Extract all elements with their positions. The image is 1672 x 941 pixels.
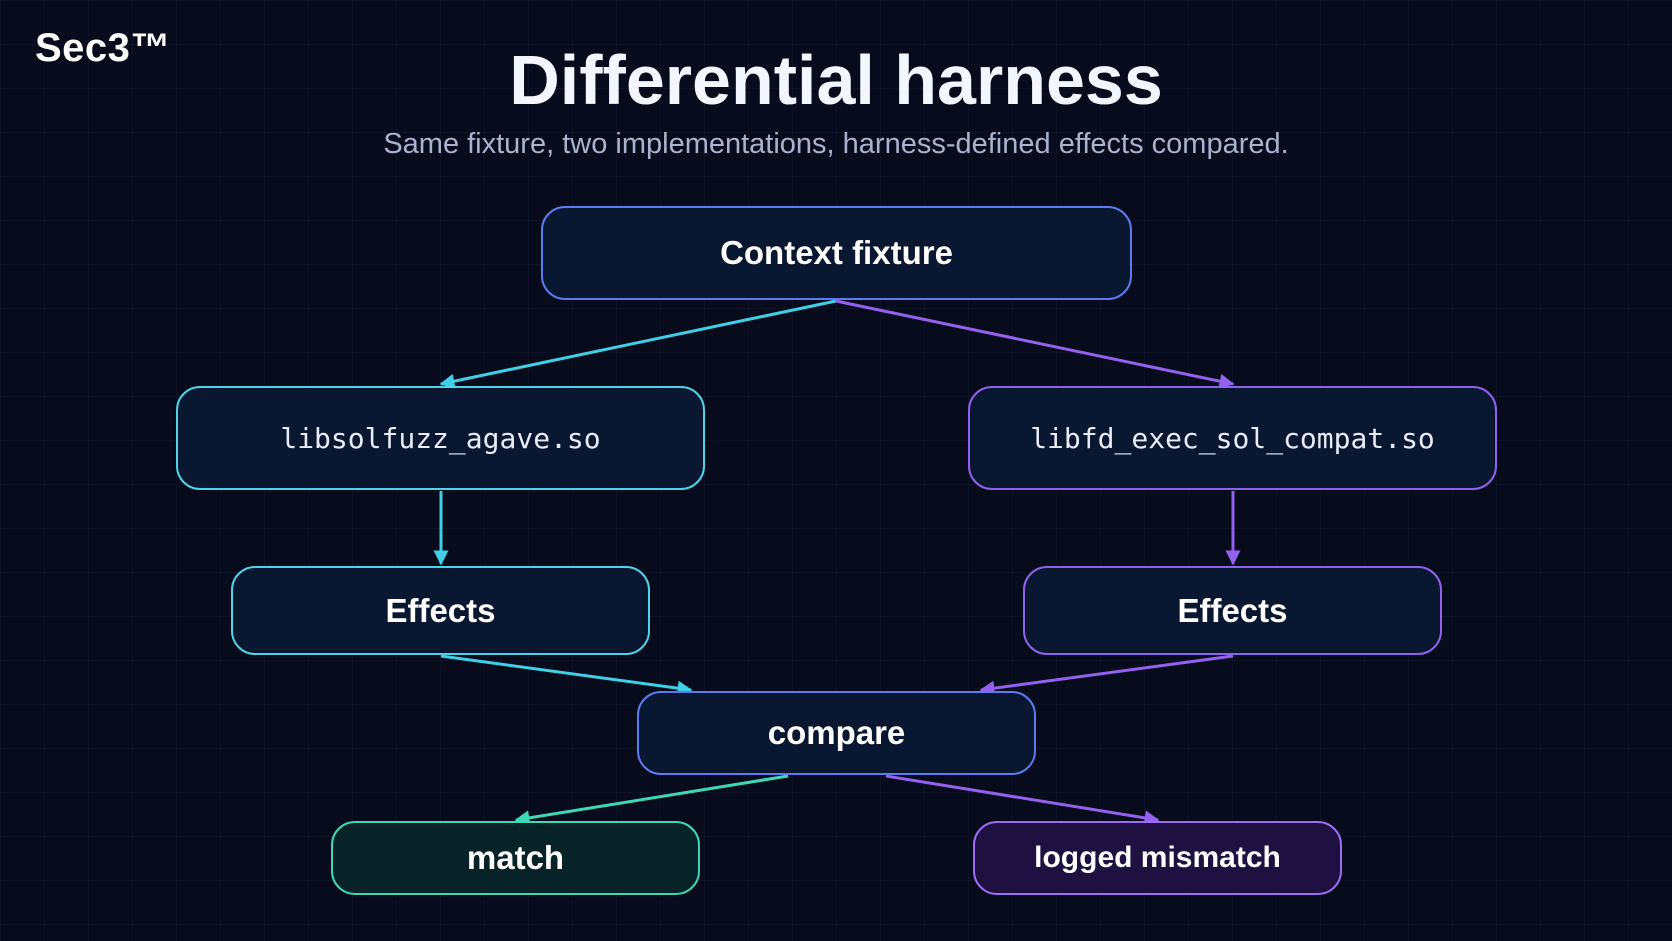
match-label: match <box>466 839 565 876</box>
arrow-context-to-agave <box>439 299 837 389</box>
agave-library-label: libsolfuzz_agave.so <box>280 421 601 455</box>
context-fixture-label: Context fixture <box>720 234 953 271</box>
match-node: match <box>331 821 700 895</box>
logged-mismatch-node: logged mismatch <box>973 821 1342 895</box>
effects-left-label: Effects <box>385 591 496 629</box>
agave-library-node: libsolfuzz_agave.so <box>176 386 705 490</box>
effects-right-node: Effects <box>1023 566 1442 655</box>
effects-right-label: Effects <box>1177 591 1288 629</box>
context-fixture-node: Context fixture <box>541 206 1132 300</box>
compare-node: compare <box>637 691 1036 775</box>
compare-label: compare <box>767 714 906 751</box>
arrow-compare-to-mismatch <box>885 774 1160 826</box>
arrow-effects-right-to-compare <box>979 654 1234 696</box>
fd-library-label: libfd_exec_sol_compat.so <box>1030 421 1435 455</box>
fd-library-node: libfd_exec_sol_compat.so <box>968 386 1497 490</box>
arrow-compare-to-match <box>514 774 789 826</box>
effects-left-node: Effects <box>231 566 650 655</box>
brand-logo: Sec3™ <box>35 26 171 70</box>
page-title: Differential harness <box>509 41 1163 119</box>
page-subtitle: Same fixture, two implementations, harne… <box>383 128 1289 160</box>
arrow-effects-left-to-compare <box>440 654 693 696</box>
logged-mismatch-label: logged mismatch <box>1034 841 1281 874</box>
arrow-context-to-fd <box>835 299 1235 389</box>
